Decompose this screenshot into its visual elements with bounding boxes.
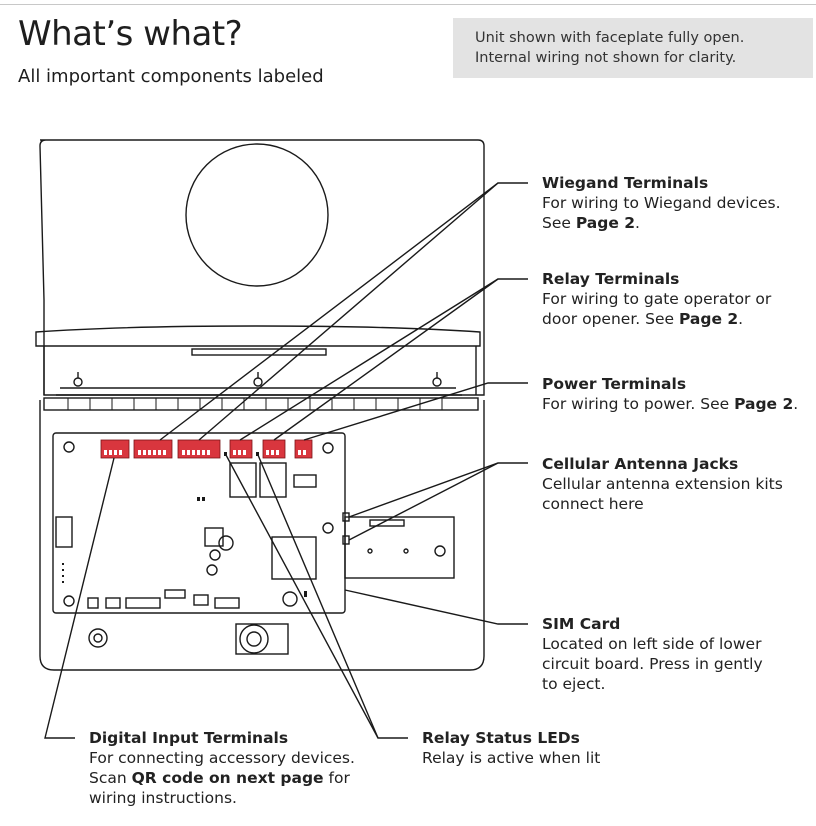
leader-antenna xyxy=(348,462,528,518)
callout-digital: Digital Input Terminals For connecting a… xyxy=(89,728,355,808)
board-mount-holes xyxy=(63,441,334,607)
hinge-screw-right xyxy=(432,372,442,387)
callout-power-line-1: For wiring to power. See Page 2. xyxy=(542,395,799,413)
top-rule xyxy=(0,4,816,5)
leader-wiegand xyxy=(159,182,528,441)
hinge-screw-left xyxy=(73,372,83,387)
callout-leds-line-1: Relay is active when lit xyxy=(422,749,601,767)
info-note-line-1: Unit shown with faceplate fully open. xyxy=(475,30,745,46)
callout-antenna: Cellular Antenna Jacks Cellular antenna … xyxy=(542,454,783,514)
chip-square xyxy=(204,527,224,547)
hinge-bar xyxy=(43,397,479,411)
leader-digital xyxy=(44,457,115,739)
capacitor-2 xyxy=(209,549,221,561)
speaker-circle xyxy=(185,143,329,287)
antenna-jack-bottom xyxy=(342,535,350,545)
callout-digital-line-3: wiring instructions. xyxy=(89,789,237,807)
info-note: Unit shown with faceplate fully open. In… xyxy=(453,18,813,78)
callout-power: Power Terminals For wiring to power. See… xyxy=(542,374,798,414)
callout-antenna-line-1: Cellular antenna extension kits xyxy=(542,475,783,493)
callout-leds: Relay Status LEDs Relay is active when l… xyxy=(422,728,600,768)
callout-sim-line-2: circuit board. Press in gently xyxy=(542,655,763,673)
wiegand-terminal-2 xyxy=(177,439,221,459)
relay-terminal-1 xyxy=(229,439,253,459)
wiegand-terminal-1 xyxy=(133,439,173,459)
callout-digital-line-1: For connecting accessory devices. xyxy=(89,749,355,767)
callout-antenna-title: Cellular Antenna Jacks xyxy=(542,455,739,473)
callout-digital-line-2: Scan QR code on next page for xyxy=(89,769,350,787)
antenna-module xyxy=(344,516,455,579)
cable-gland-bracket xyxy=(235,623,289,655)
power-terminal xyxy=(294,439,313,459)
bottom-connector-1 xyxy=(87,597,99,609)
digital-input-terminal xyxy=(100,439,130,459)
callout-wiegand-line-1: For wiring to Wiegand devices. xyxy=(542,194,781,212)
lower-screw-left xyxy=(88,628,108,648)
hinge-screw-middle xyxy=(253,372,263,387)
antenna-mount-hole xyxy=(434,545,446,557)
capacitor-3 xyxy=(206,564,218,576)
relay-block-2 xyxy=(259,462,287,498)
bottom-connector-3 xyxy=(125,597,161,609)
circuit-board xyxy=(52,432,346,614)
capacitor-1 xyxy=(218,535,234,551)
bottom-connector-6 xyxy=(214,597,240,609)
callout-wiegand: Wiegand Terminals For wiring to Wiegand … xyxy=(542,173,781,233)
page-title: What’s what? xyxy=(18,14,243,54)
hinge-segments xyxy=(67,398,443,410)
bottom-connector-2 xyxy=(105,597,121,609)
leader-power xyxy=(303,382,528,441)
callout-relay-line-1: For wiring to gate operator or xyxy=(542,290,772,308)
info-note-line-2: Internal wiring not shown for clarity. xyxy=(475,50,737,66)
callout-relay-title: Relay Terminals xyxy=(542,270,680,288)
processor-chip xyxy=(271,536,317,580)
callout-leds-title: Relay Status LEDs xyxy=(422,729,580,747)
housing-lower xyxy=(39,400,485,671)
lower-screw-inner xyxy=(93,633,103,643)
callout-relay: Relay Terminals For wiring to gate opera… xyxy=(542,269,771,329)
left-header xyxy=(55,516,73,548)
relay-terminal-2 xyxy=(262,439,286,459)
small-connector xyxy=(293,474,317,488)
callout-antenna-line-2: connect here xyxy=(542,495,644,513)
callout-digital-title: Digital Input Terminals xyxy=(89,729,289,747)
cable-gland xyxy=(239,624,269,654)
relay-block-1 xyxy=(229,462,257,498)
callout-sim-line-1: Located on left side of lower xyxy=(542,635,762,653)
callout-relay-line-2: door opener. See Page 2. xyxy=(542,310,744,328)
bottom-connector-5 xyxy=(193,594,209,606)
callout-wiegand-title: Wiegand Terminals xyxy=(542,174,709,192)
callout-wiegand-line-2: See Page 2. xyxy=(542,214,640,232)
faceplate-slot xyxy=(191,348,327,356)
faceplate-lip xyxy=(35,325,481,347)
callout-sim-line-3: to eject. xyxy=(542,675,606,693)
housing-outline xyxy=(39,139,485,396)
callout-power-title: Power Terminals xyxy=(542,375,687,393)
page-subtitle: All important components labeled xyxy=(18,66,324,87)
callout-sim: SIM Card Located on left side of lower c… xyxy=(542,614,763,694)
leader-sim xyxy=(344,589,528,625)
callout-sim-title: SIM Card xyxy=(542,615,621,633)
bottom-connector-4 xyxy=(164,589,186,599)
